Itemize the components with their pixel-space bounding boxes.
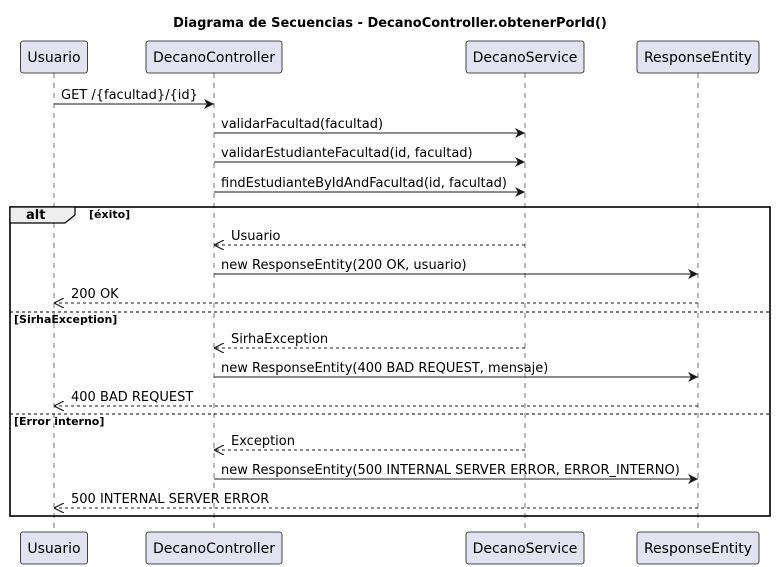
participant-label: DecanoService bbox=[473, 541, 578, 557]
participant-decano-controller-bottom: DecanoController bbox=[145, 531, 283, 565]
message-label: validarEstudianteFacultad(id, facultad) bbox=[221, 146, 473, 161]
alt-frame bbox=[9, 206, 771, 517]
message-label: GET /{facultad}/{id} bbox=[61, 88, 198, 103]
call-message: validarEstudianteFacultad(id, facultad) bbox=[214, 146, 525, 167]
participant-label: Usuario bbox=[27, 50, 80, 66]
message-label: new ResponseEntity(200 OK, usuario) bbox=[221, 258, 467, 273]
participant-box bbox=[636, 531, 760, 565]
guard-sirha-exception: [SirhaException] bbox=[14, 313, 117, 326]
participant-box bbox=[20, 531, 88, 565]
diagram-title: Diagrama de Secuencias - DecanoControlle… bbox=[173, 16, 607, 31]
participant-usuario-top: Usuario bbox=[20, 40, 88, 74]
message-label: validarFacultad(facultad) bbox=[221, 117, 383, 132]
participant-box bbox=[636, 40, 760, 74]
participant-decano-service-top: DecanoService bbox=[465, 40, 585, 74]
message-label: new ResponseEntity(500 INTERNAL SERVER E… bbox=[221, 463, 680, 478]
participant-decano-controller-top: DecanoController bbox=[145, 40, 283, 74]
participants-top: Usuario DecanoController DecanoService Resp… bbox=[20, 40, 760, 74]
participant-usuario-bottom: Usuario bbox=[20, 531, 88, 565]
participant-label: DecanoController bbox=[153, 541, 275, 557]
participant-decano-service-bottom: DecanoService bbox=[465, 531, 585, 565]
call-message: findEstudianteByIdAndFacultad(id, facult… bbox=[214, 176, 525, 197]
alt-fragment: alt [éxito] [SirhaException] [Error inte… bbox=[9, 206, 771, 517]
message-label: new ResponseEntity(400 BAD REQUEST, mens… bbox=[221, 361, 548, 376]
lifelines bbox=[53, 73, 699, 532]
participant-box bbox=[145, 531, 283, 565]
participants-bottom: Usuario DecanoController DecanoService Resp… bbox=[20, 531, 760, 565]
call-message: new ResponseEntity(400 BAD REQUEST, mens… bbox=[214, 361, 698, 382]
participant-response-entity-bottom: ResponseEntity bbox=[636, 531, 760, 565]
return-message: 400 BAD REQUEST bbox=[54, 390, 698, 406]
message-label: Usuario bbox=[231, 229, 280, 244]
call-message: validarFacultad(facultad) bbox=[214, 117, 525, 138]
participant-box bbox=[465, 531, 585, 565]
message-label: 200 OK bbox=[71, 287, 119, 302]
participant-box bbox=[145, 40, 283, 74]
guard-error-interno: [Error interno] bbox=[14, 415, 104, 428]
return-message: Usuario bbox=[214, 229, 525, 245]
participant-box bbox=[465, 40, 585, 74]
message-label: Exception bbox=[231, 434, 295, 449]
message-label: findEstudianteByIdAndFacultad(id, facult… bbox=[221, 176, 507, 191]
alt-tab bbox=[9, 206, 76, 224]
message-label: SirhaException bbox=[231, 332, 328, 347]
participant-label: ResponseEntity bbox=[644, 541, 752, 557]
participant-label: ResponseEntity bbox=[644, 50, 752, 66]
return-message: 500 INTERNAL SERVER ERROR bbox=[54, 492, 698, 508]
call-message: new ResponseEntity(200 OK, usuario) bbox=[214, 258, 698, 279]
guard-exito: [éxito] bbox=[89, 208, 130, 221]
message-label: 400 BAD REQUEST bbox=[71, 390, 193, 405]
return-message: SirhaException bbox=[214, 332, 525, 348]
participant-label: Usuario bbox=[27, 541, 80, 557]
call-message: new ResponseEntity(500 INTERNAL SERVER E… bbox=[214, 463, 698, 484]
call-message: GET /{facultad}/{id} bbox=[54, 88, 214, 109]
return-message: Exception bbox=[214, 434, 525, 450]
return-message: 200 OK bbox=[54, 287, 698, 303]
participant-label: DecanoController bbox=[153, 50, 275, 66]
message-label: 500 INTERNAL SERVER ERROR bbox=[71, 492, 269, 507]
alt-label: alt bbox=[26, 208, 45, 223]
messages: GET /{facultad}/{id} validarFacultad(facu… bbox=[54, 88, 698, 508]
participant-label: DecanoService bbox=[473, 50, 578, 66]
participant-response-entity-top: ResponseEntity bbox=[636, 40, 760, 74]
participant-box bbox=[20, 40, 88, 74]
